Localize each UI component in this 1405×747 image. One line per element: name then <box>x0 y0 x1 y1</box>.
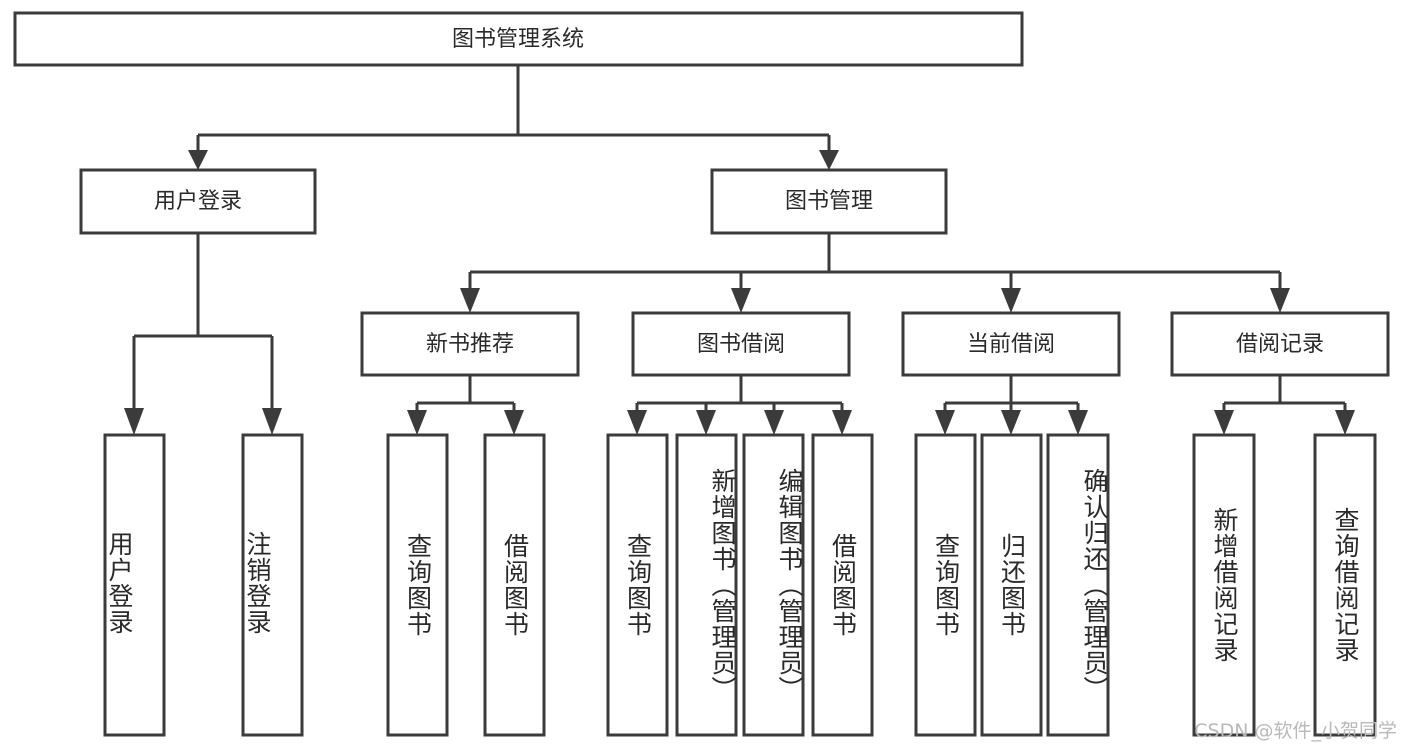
node-leaf-borrow-book-1-box <box>483 433 546 737</box>
node-leaf-query-book-1[interactable]: 查询图书 <box>386 433 449 737</box>
node-leaf-query-record[interactable]: 查询借阅记录 <box>1313 433 1377 737</box>
node-leaf-borrow-book-2-box <box>811 433 874 737</box>
arrow-to-leaf-confirm-return <box>1068 410 1088 435</box>
node-leaf-query-record-fo: 查询借阅记录 <box>1331 507 1360 663</box>
node-leaf-add-record-fo: 新增借阅记录 <box>1210 507 1239 663</box>
arrow-to-leaf-query-book-3 <box>935 410 955 435</box>
node-new-book-rec-box <box>360 311 580 377</box>
node-leaf-borrow-book-2-fo: 借阅图书 <box>828 533 858 637</box>
node-leaf-query-book-3-fo: 查询图书 <box>931 533 961 637</box>
node-leaf-add-record-box <box>1192 433 1256 737</box>
node-current-borrow-box <box>901 311 1121 377</box>
node-leaf-return-book-fo: 归还图书 <box>997 533 1027 637</box>
node-leaf-add-record-label: 新增借阅记录 <box>1210 507 1239 663</box>
node-leaf-user-logout-label: 注销登录 <box>243 531 272 635</box>
node-leaf-return-book[interactable]: 归还图书 <box>980 433 1043 737</box>
node-new-book-rec[interactable]: 新书推荐 <box>360 311 580 377</box>
node-leaf-query-book-2-label: 查询图书 <box>623 533 653 637</box>
node-leaf-borrow-book-1-fo: 借阅图书 <box>500 533 530 637</box>
node-leaf-return-book-label: 归还图书 <box>997 533 1027 637</box>
node-leaf-edit-book-box <box>742 433 805 737</box>
node-leaf-query-book-2-fo: 查询图书 <box>623 533 653 637</box>
node-leaf-add-book-label: 新增图书（管理员） <box>708 468 736 702</box>
arrow-to-leaf-borrow-book-1 <box>504 410 524 435</box>
arrow-to-leaf-query-book-1 <box>407 410 427 435</box>
node-book-borrow-box <box>631 311 851 377</box>
node-current-borrow-label: 当前借阅 <box>967 332 1055 357</box>
node-leaf-confirm-return-fo: 确认归还（管理员） <box>1080 468 1108 702</box>
arrow-to-book-borrow <box>731 288 751 313</box>
arrow-to-new-book-rec <box>460 288 480 313</box>
node-leaf-confirm-return-label: 确认归还（管理员） <box>1080 468 1108 702</box>
node-borrow-record-label: 借阅记录 <box>1236 332 1324 357</box>
arrow-to-leaf-query-book-2 <box>627 410 647 435</box>
node-book-manage[interactable]: 图书管理 <box>710 168 948 235</box>
node-leaf-edit-book-fo: 编辑图书（管理员） <box>775 468 803 702</box>
node-leaf-user-logout-box <box>241 433 304 737</box>
node-leaf-user-logout-fo: 注销登录 <box>243 531 272 635</box>
node-leaf-user-login-label: 用户登录 <box>105 531 134 635</box>
node-leaf-user-login[interactable]: 用户登录 <box>103 433 166 737</box>
leaf-layer: 用户登录 注销登录 查询图书 借阅图书 查询图书 <box>103 433 1377 737</box>
node-leaf-query-book-2[interactable]: 查询图书 <box>606 433 669 737</box>
node-book-borrow[interactable]: 图书借阅 <box>631 311 851 377</box>
node-leaf-borrow-book-2-label: 借阅图书 <box>828 533 858 637</box>
node-book-borrow-label: 图书借阅 <box>697 332 785 357</box>
node-user-login-label: 用户登录 <box>154 189 242 214</box>
node-root-label: 图书管理系统 <box>452 27 584 52</box>
node-leaf-query-book-2-box <box>606 433 669 737</box>
arrow-to-leaf-return-book <box>1001 410 1021 435</box>
arrow-to-book-manage <box>819 150 839 170</box>
node-root-box <box>13 11 1024 67</box>
arrow-to-borrow-record <box>1270 288 1290 313</box>
node-leaf-query-book-1-fo: 查询图书 <box>403 533 433 637</box>
arrow-to-leaf-user-logout <box>262 408 282 435</box>
node-leaf-query-record-box <box>1313 433 1377 737</box>
arrow-to-user-login <box>188 150 208 170</box>
node-user-login[interactable]: 用户登录 <box>79 168 317 235</box>
node-user-login-box <box>79 168 317 235</box>
node-root[interactable]: 图书管理系统 <box>13 11 1024 67</box>
node-leaf-borrow-book-1-label: 借阅图书 <box>500 533 530 637</box>
node-leaf-query-book-1-label: 查询图书 <box>403 533 433 637</box>
node-leaf-query-book-3[interactable]: 查询图书 <box>914 433 977 737</box>
node-leaf-add-book-box <box>675 433 738 737</box>
node-leaf-query-book-3-label: 查询图书 <box>931 533 961 637</box>
node-new-book-rec-label: 新书推荐 <box>426 332 514 357</box>
arrow-to-leaf-query-record <box>1335 410 1355 435</box>
node-leaf-confirm-return[interactable]: 确认归还（管理员） <box>1046 433 1110 737</box>
node-leaf-user-login-fo: 用户登录 <box>105 531 134 635</box>
arrow-to-leaf-borrow-book-2 <box>832 410 852 435</box>
node-leaf-borrow-book-2[interactable]: 借阅图书 <box>811 433 874 737</box>
arrow-to-leaf-edit-book <box>764 410 784 435</box>
connector-layer <box>124 65 1355 435</box>
node-borrow-record-box <box>1170 311 1390 377</box>
node-leaf-edit-book[interactable]: 编辑图书（管理员） <box>742 433 805 737</box>
node-leaf-user-login-box <box>103 433 166 737</box>
node-leaf-add-book-fo: 新增图书（管理员） <box>708 468 736 702</box>
arrow-to-leaf-user-login <box>124 408 144 435</box>
node-book-manage-label: 图书管理 <box>785 189 873 214</box>
node-leaf-user-logout[interactable]: 注销登录 <box>241 433 304 737</box>
node-borrow-record[interactable]: 借阅记录 <box>1170 311 1390 377</box>
node-leaf-query-book-3-box <box>914 433 977 737</box>
arrow-to-leaf-add-book <box>696 410 716 435</box>
node-book-manage-box <box>710 168 948 235</box>
node-current-borrow[interactable]: 当前借阅 <box>901 311 1121 377</box>
node-leaf-return-book-box <box>980 433 1043 737</box>
node-leaf-query-book-1-box <box>386 433 449 737</box>
arrow-to-current-borrow <box>1001 288 1021 313</box>
node-leaf-add-record[interactable]: 新增借阅记录 <box>1192 433 1256 737</box>
node-leaf-edit-book-label: 编辑图书（管理员） <box>775 468 803 702</box>
node-leaf-add-book[interactable]: 新增图书（管理员） <box>675 433 738 737</box>
node-leaf-query-record-label: 查询借阅记录 <box>1331 507 1360 663</box>
node-leaf-confirm-return-box <box>1046 433 1110 737</box>
arrow-to-leaf-add-record <box>1214 410 1234 435</box>
node-leaf-borrow-book-1[interactable]: 借阅图书 <box>483 433 546 737</box>
